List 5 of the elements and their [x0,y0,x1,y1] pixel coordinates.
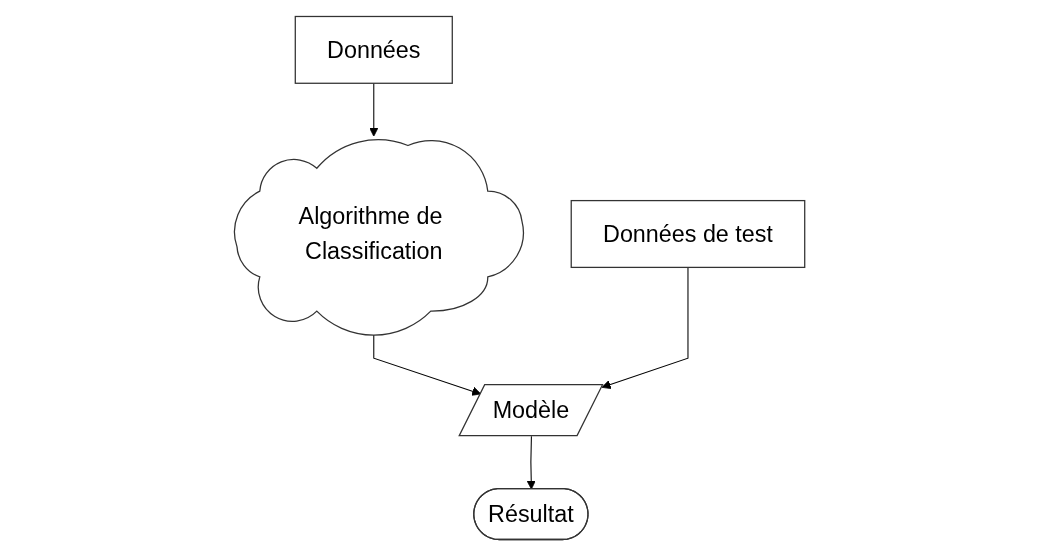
node-box: Données [295,15,454,84]
node-box: Données de test [571,199,806,269]
arrow [601,266,689,390]
arrow [526,435,537,490]
arrow [369,82,379,137]
